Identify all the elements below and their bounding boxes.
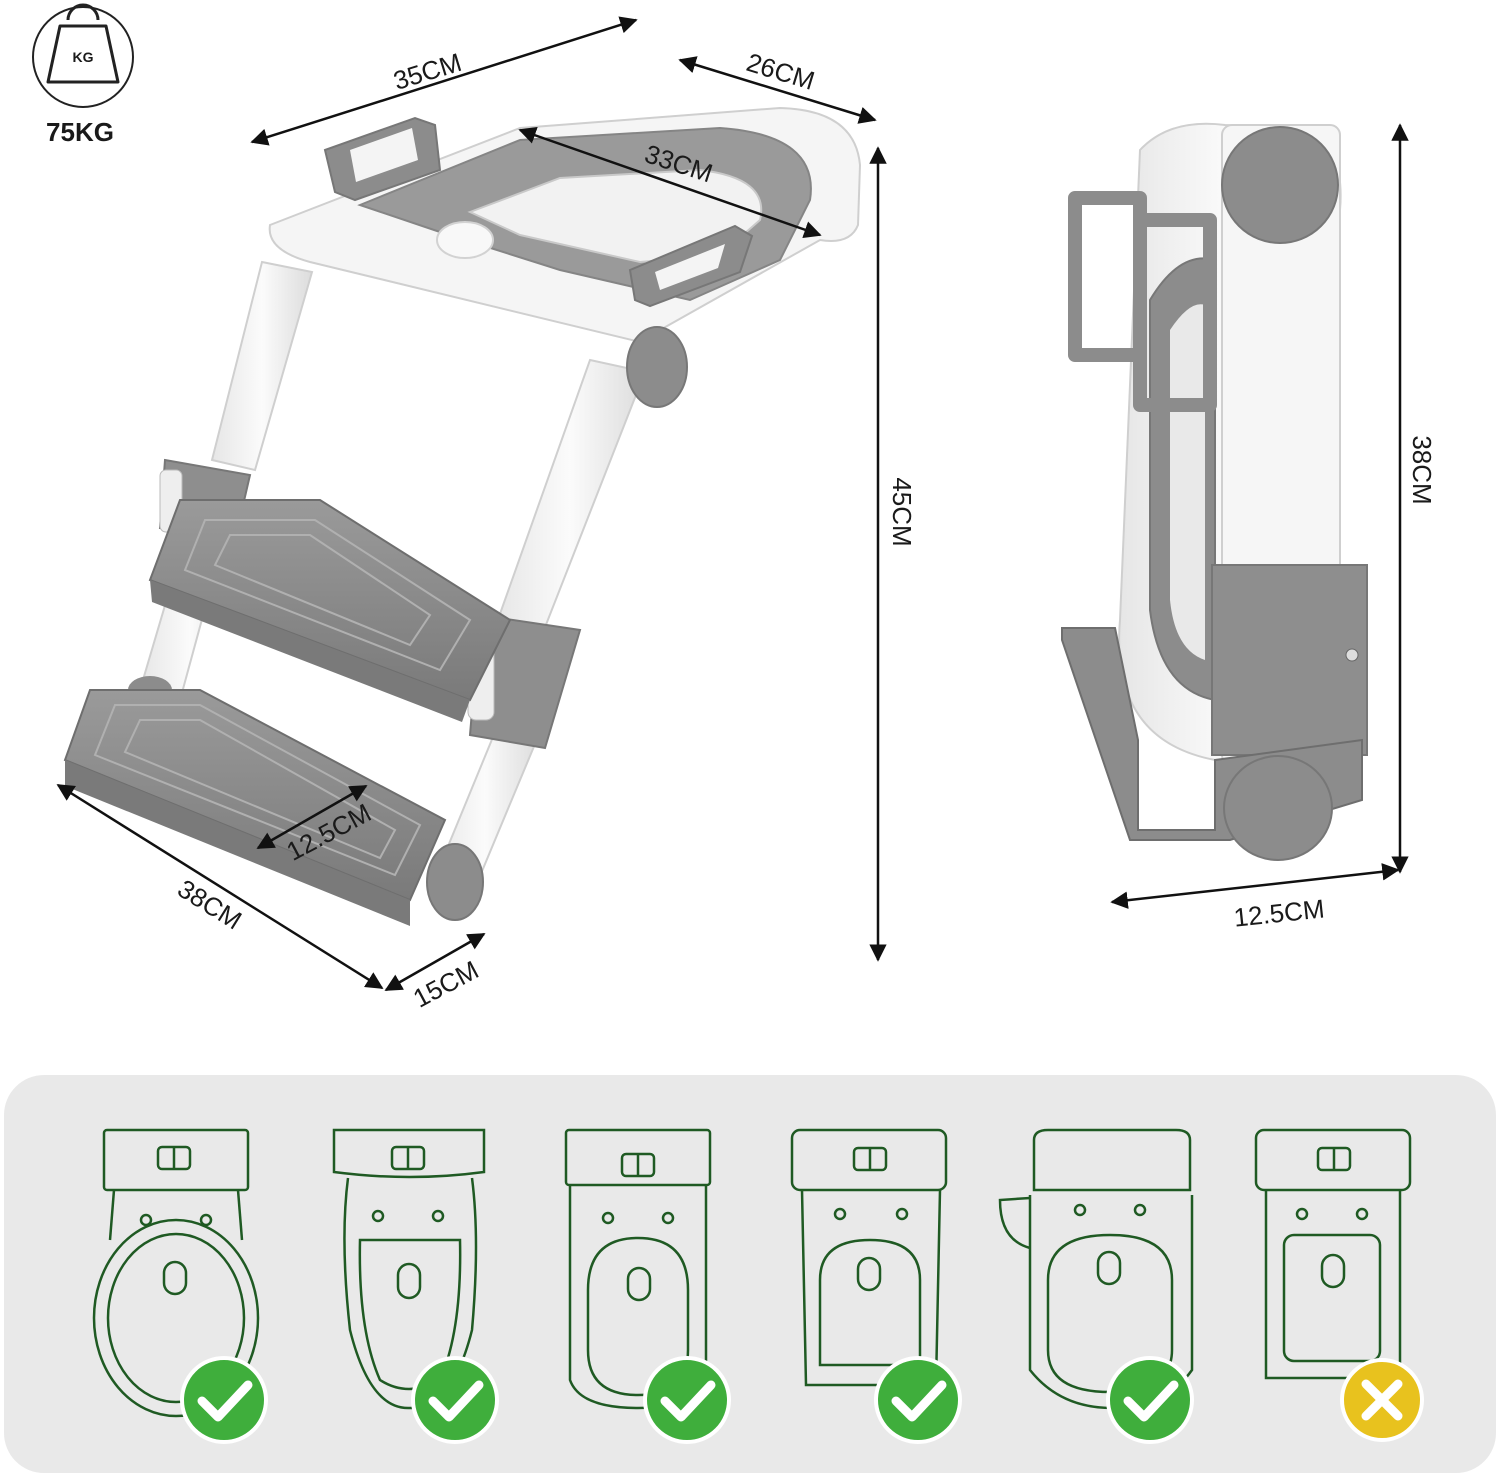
check-icon bbox=[660, 1380, 716, 1422]
compat-badge-1 bbox=[180, 1356, 268, 1444]
toilet-round-icon bbox=[92, 1128, 260, 1418]
dim-base-depth: 15CM bbox=[408, 955, 483, 1014]
check-icon bbox=[428, 1380, 484, 1422]
compat-badge-2 bbox=[411, 1356, 499, 1444]
dimension-arrows bbox=[56, 16, 1409, 992]
toilet-elongated-icon bbox=[332, 1128, 486, 1410]
check-icon bbox=[197, 1380, 253, 1422]
dim-top-width: 35CM bbox=[390, 47, 465, 96]
check-icon bbox=[891, 1380, 947, 1422]
check-icon bbox=[1123, 1380, 1179, 1422]
toilet-square-icon bbox=[1254, 1128, 1412, 1380]
compat-badge-5 bbox=[1106, 1356, 1194, 1444]
dim-depth: 26CM bbox=[743, 47, 818, 96]
dim-folded-height: 38CM bbox=[1407, 435, 1437, 504]
weight-kg-icon: KG bbox=[32, 3, 134, 108]
toilet-d-shape-icon bbox=[790, 1128, 948, 1387]
cross-icon bbox=[1361, 1379, 1403, 1421]
weight-capacity-label: 75KG bbox=[46, 117, 114, 147]
weight-icon-text: KG bbox=[73, 49, 94, 65]
compat-badge-6 bbox=[1340, 1358, 1424, 1442]
folded-stool-illustration bbox=[1061, 122, 1368, 861]
dim-step-width: 38CM bbox=[172, 873, 247, 935]
compat-badge-4 bbox=[874, 1356, 962, 1444]
dim-height: 45CM bbox=[887, 477, 917, 546]
compat-badge-3 bbox=[643, 1356, 731, 1444]
step-stool-illustration bbox=[63, 106, 862, 926]
dim-folded-depth: 12.5CM bbox=[1232, 893, 1326, 932]
